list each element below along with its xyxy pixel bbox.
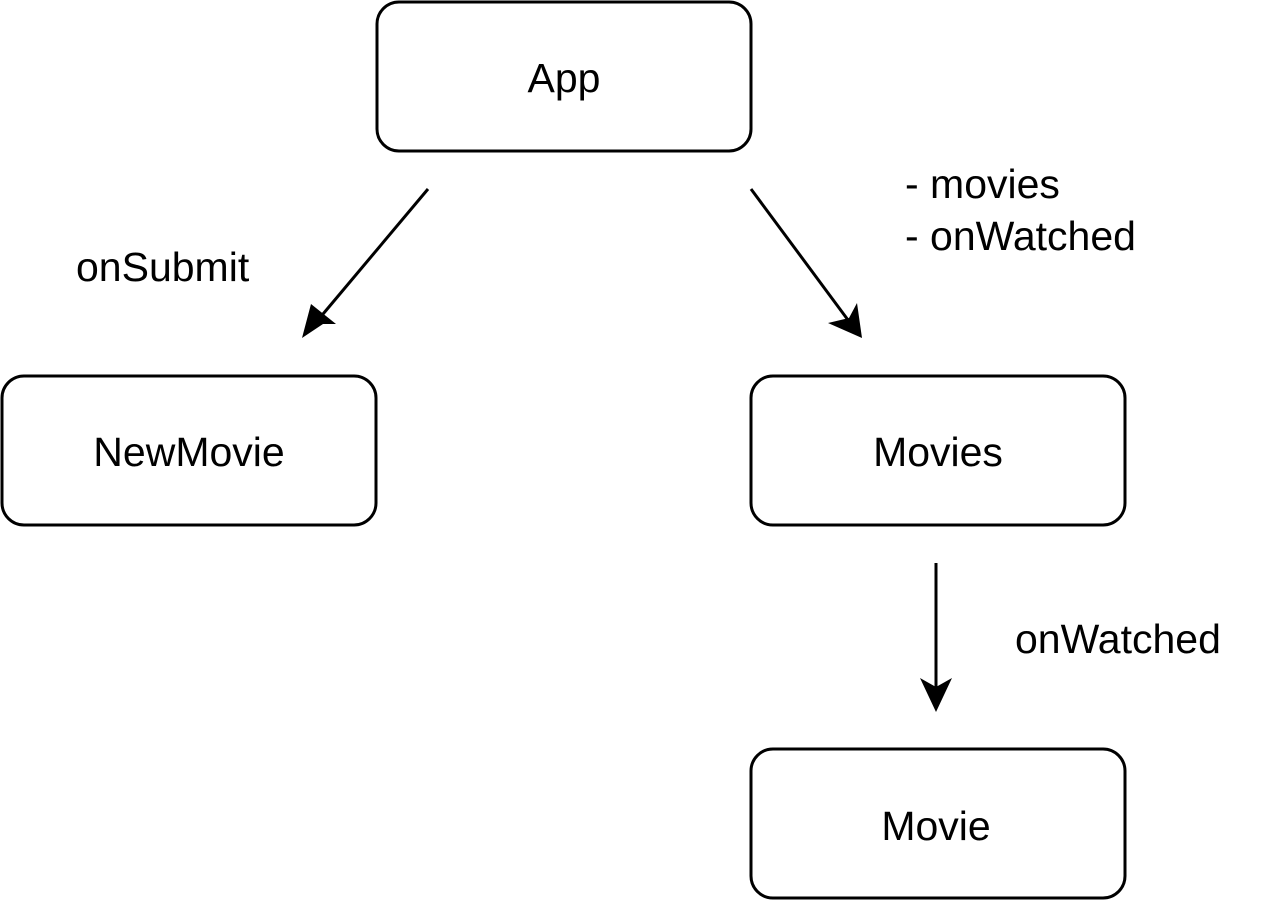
node-app-label: App (528, 55, 601, 101)
arrow-down-icon (920, 678, 952, 712)
arrow-down-left-icon (302, 304, 336, 338)
arrow-down-right-icon (828, 303, 862, 338)
node-new-movie-box (0, 374, 378, 527)
edge-movies-to-movie-label: onWatched (1015, 616, 1221, 662)
edge-label-line: - movies (905, 161, 1060, 207)
node-movies: Movies (749, 374, 1127, 527)
edge-app-to-new-movie: onSubmit (76, 188, 430, 338)
edge-app-to-movies-label: - movies (905, 161, 1060, 207)
edge-app-to-movies: - movies - onWatched (749, 161, 1136, 338)
node-movies-box (749, 374, 1127, 527)
edge-label-line: onSubmit (76, 244, 250, 290)
edge-label-line: - onWatched (905, 213, 1136, 259)
edge-app-to-movies-line (749, 188, 850, 321)
node-app: App (375, 0, 753, 153)
node-new-movie: NewMovie (0, 374, 378, 527)
node-movie-label: Movie (881, 803, 990, 849)
edge-app-to-new-movie-label: onSubmit (76, 244, 250, 290)
edge-app-to-new-movie-line (316, 188, 430, 321)
node-app-box (375, 0, 753, 153)
node-new-movie-label: NewMovie (93, 429, 284, 475)
node-movie-box (749, 747, 1127, 900)
edge-app-to-movies-label: - onWatched (905, 213, 1136, 259)
node-movie: Movie (749, 747, 1127, 900)
edge-movies-to-movie: onWatched (920, 563, 1221, 712)
edge-label-line: onWatched (1015, 616, 1221, 662)
node-movies-label: Movies (873, 429, 1003, 475)
